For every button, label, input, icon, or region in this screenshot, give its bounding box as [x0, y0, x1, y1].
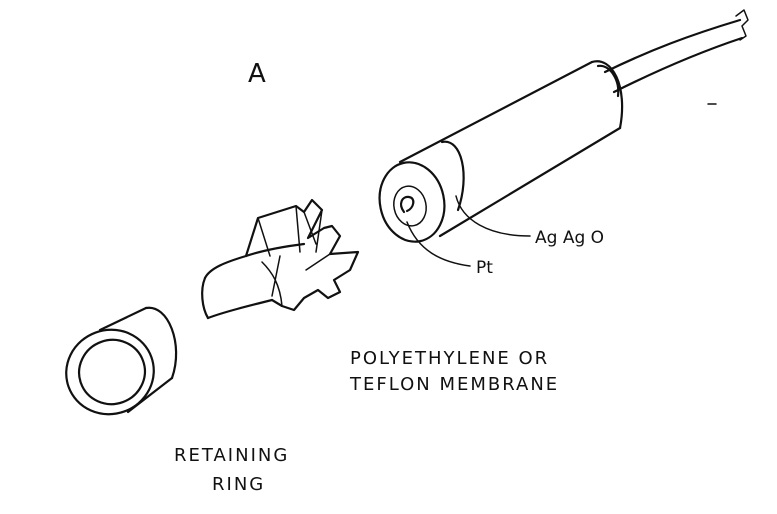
membrane-left-end	[201, 276, 210, 320]
cable-end	[735, 9, 749, 41]
electrode-body	[378, 9, 749, 267]
ring-front-inner	[78, 338, 146, 406]
membrane-flaps	[244, 198, 360, 312]
ring-back-edge	[144, 306, 178, 380]
electrode-face	[378, 161, 446, 243]
membrane	[201, 198, 360, 320]
electrode-face-inner	[393, 185, 427, 227]
pt-label: Pt	[476, 258, 493, 278]
pt-leader-line	[406, 221, 471, 267]
membrane-label-line2: TEFLON MEMBRANE	[349, 374, 559, 395]
electrode-barrel-end	[590, 60, 624, 130]
electrode-band	[440, 140, 465, 212]
ag-ag-o-label: Ag Ag O	[535, 228, 604, 248]
membrane-label-line1: POLYETHYLENE OR	[350, 348, 549, 369]
pt-electrode-icon	[400, 195, 415, 214]
electrode-cap	[596, 64, 620, 98]
retaining-ring	[65, 306, 178, 416]
ag-leader-line	[455, 195, 531, 237]
panel-label: A	[248, 59, 266, 89]
ring-label-line2: RING	[212, 474, 265, 495]
membrane-folds	[257, 205, 331, 307]
membrane-cylinder	[203, 242, 306, 320]
ring-label-line1: RETAINING	[174, 445, 289, 466]
electrode-cable	[603, 18, 744, 94]
